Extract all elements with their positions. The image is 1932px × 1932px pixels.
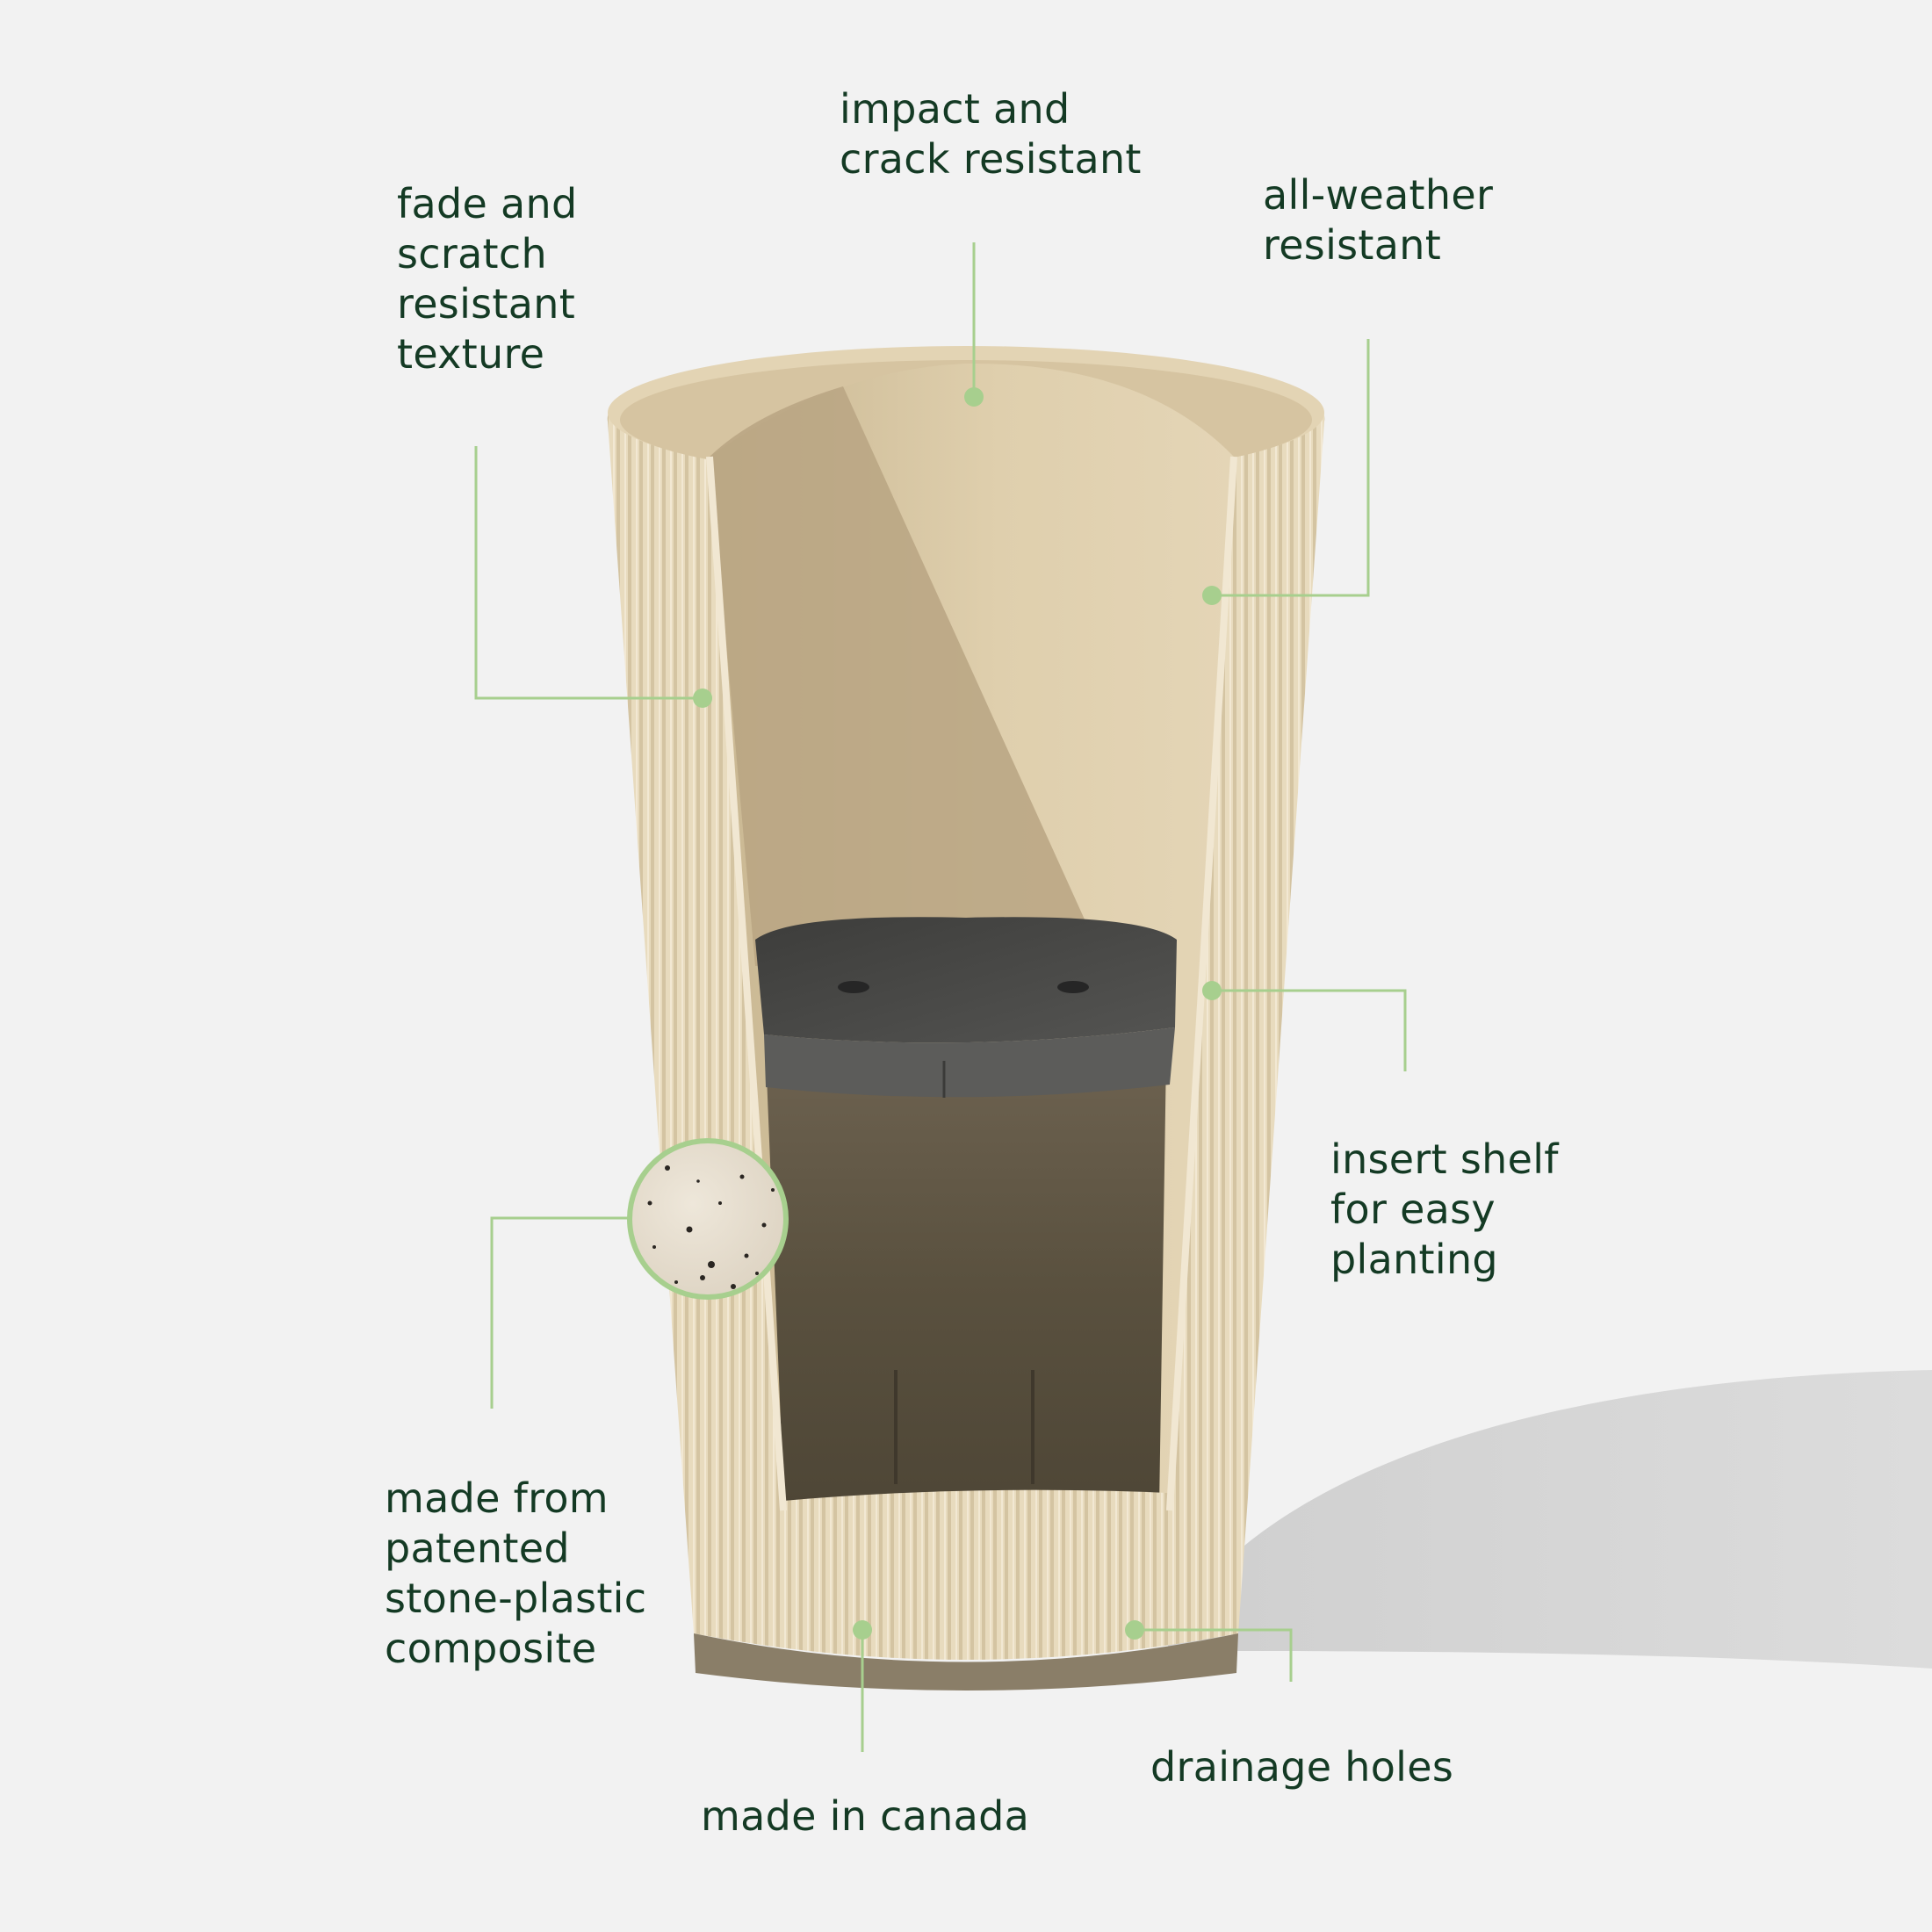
insert-shelf-top: [755, 917, 1177, 1043]
callout-line-shelf: [1212, 989, 1407, 1071]
shelf-hole: [1057, 981, 1089, 993]
inner-shadow: [710, 386, 1098, 966]
label-fade-scratch-resistant: fade and scratch resistant texture: [397, 180, 578, 378]
callout-dot: [693, 688, 712, 708]
insert-shelf-edge: [764, 1027, 1175, 1098]
label-all-weather-resistant: all-weather resistant: [1263, 171, 1494, 269]
callout-lines: [474, 242, 1407, 1752]
label-impact-crack-resistant: impact and crack resistant: [840, 85, 1142, 183]
material-swatch: [627, 1138, 789, 1300]
floor-shadow: [1168, 1370, 1932, 1669]
label-made-in-canada: made in canada: [701, 1792, 1030, 1840]
pot-base: [694, 1633, 1238, 1690]
drainage-slit: [894, 1370, 898, 1484]
callout-dots: [693, 387, 1222, 1640]
callout-line-composite: [490, 1216, 632, 1409]
callout-dot: [853, 1620, 872, 1640]
label-insert-shelf: insert shelf for easy planting: [1330, 1135, 1559, 1283]
drainage-slit: [1031, 1370, 1034, 1484]
callout-line-drainage: [1135, 1628, 1293, 1682]
callout-line-weather: [1212, 339, 1370, 597]
pot-front-lip: [773, 1489, 1168, 1651]
label-drainage-holes: drainage holes: [1150, 1743, 1454, 1791]
shelf-hole: [838, 981, 869, 993]
label-stone-plastic-composite: made from patented stone-plastic composi…: [385, 1474, 647, 1672]
inner-lower-chamber: [766, 1054, 1166, 1509]
callout-line-fade: [474, 446, 703, 700]
callout-dot: [1202, 586, 1222, 605]
callout-dot: [1202, 981, 1222, 1000]
callout-dot: [964, 387, 984, 407]
callout-dot: [1125, 1620, 1144, 1640]
